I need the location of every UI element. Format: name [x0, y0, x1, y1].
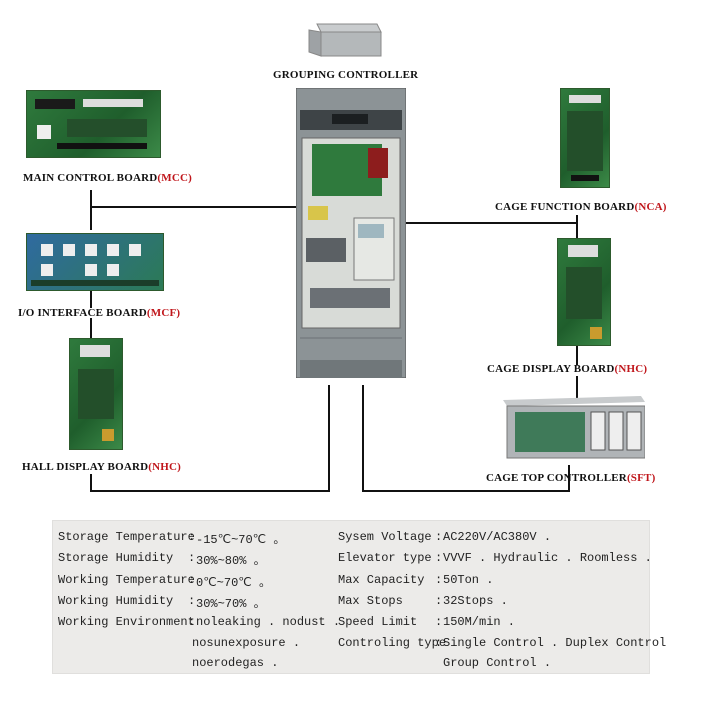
spec-left-key-0: Storage Temperature [58, 530, 195, 544]
cage-display-label: CAGE DISPLAY BOARD(NHC) [487, 363, 647, 375]
spec-right-value-0: AC220V/AC380V . [443, 530, 552, 544]
line-cabinet-right-down [362, 385, 364, 492]
mcc-label: MAIN CONTROL BOARD(MCC) [23, 172, 192, 184]
spec-left-key-1: Storage Humidity [58, 551, 174, 565]
spec-right-value-5: Single Control . Duplex Control [443, 636, 667, 650]
cage-display-label-code: (NHC) [614, 363, 648, 375]
cage-function-label-text: CAGE FUNCTION BOARD [495, 201, 635, 213]
line-left-vertical-top [90, 190, 92, 230]
line-cabinet-right-h [362, 490, 570, 492]
cage-function-label: CAGE FUNCTION BOARD(NCA) [495, 201, 667, 213]
line-right-vertical-low [576, 376, 578, 398]
spec-right-key-4: Speed Limit [338, 615, 418, 629]
spec-right-key-3: Max Stops [338, 594, 403, 608]
io-interface-board-image [26, 233, 164, 291]
spec-right-sep-4: : [435, 615, 443, 629]
spec-left-key-2: Working Temperature [58, 573, 195, 587]
spec-left-sep-0: : [188, 530, 196, 544]
spec-right-sep-5: : [435, 636, 443, 650]
spec-right-sep-2: : [435, 573, 443, 587]
grouping-controller-image [307, 22, 383, 60]
cage-display-board-image [557, 238, 611, 346]
cage-top-label-text: CAGE TOP CONTROLLER [486, 472, 627, 484]
spec-left-sep-1: : [188, 551, 196, 565]
spec-right-key-0: Sysem Voltage [338, 530, 432, 544]
line-hall-bottom-v [90, 474, 92, 492]
spec-right-value-4: 150M/min . [443, 615, 516, 629]
main-control-board-image [26, 90, 161, 158]
spec-right-key-2: Max Capacity [338, 573, 425, 587]
spec-right-sep-0: : [435, 530, 443, 544]
spec-right-sep-1: : [435, 551, 443, 565]
spec-left-extra-1: noerodegas . [192, 656, 279, 670]
hall-display-label: HALL DISPLAY BOARD(NHC) [22, 461, 181, 473]
mcc-label-text: MAIN CONTROL BOARD [23, 172, 158, 184]
spec-left-value-3: 30%~70% 。 [196, 597, 266, 611]
line-cabinet-nca [400, 222, 578, 224]
mcf-label: I/O INTERFACE BOARD(MCF) [18, 307, 180, 319]
cage-top-controller-image [503, 396, 646, 460]
grouping-controller-label: GROUPING CONTROLLER [273, 69, 419, 81]
mcf-label-text: I/O INTERFACE BOARD [18, 307, 147, 319]
cage-display-label-text: CAGE DISPLAY BOARD [487, 363, 615, 375]
cage-top-label: CAGE TOP CONTROLLER(SFT) [486, 472, 655, 484]
line-left-vertical-low [90, 318, 92, 338]
line-right-vertical-mid [576, 345, 578, 365]
spec-right-sep-3: : [435, 594, 443, 608]
spec-left-value-0: -15℃~70℃ 。 [196, 533, 286, 547]
spec-left-sep-4: : [188, 615, 196, 629]
line-cabinet-left-down [328, 385, 330, 492]
spec-right-extra-0: Group Control . [443, 656, 552, 670]
cage-function-board-image [560, 88, 610, 188]
line-mcc-cabinet [90, 206, 300, 208]
spec-right-value-2: 50Ton . [443, 573, 494, 587]
spec-right-key-5: Controling type [338, 636, 447, 650]
hall-display-label-code: (NHC) [148, 461, 182, 473]
spec-left-key-3: Working Humidity [58, 594, 174, 608]
hall-display-board-image [69, 338, 123, 450]
spec-right-key-1: Elevator type [338, 551, 432, 565]
specifications-panel [52, 520, 650, 674]
spec-left-sep-3: : [188, 594, 196, 608]
spec-left-extra-0: nosunexposure . [192, 636, 301, 650]
line-right-vertical-top [576, 215, 578, 239]
spec-right-value-3: 32Stops . [443, 594, 508, 608]
cage-function-label-code: (NCA) [634, 201, 667, 213]
spec-left-value-2: 0℃~70℃ 。 [196, 576, 271, 590]
spec-right-value-1: VVVF . Hydraulic . Roomless . [443, 551, 652, 565]
spec-left-value-1: 30%~80% 。 [196, 554, 266, 568]
cage-top-label-code: (SFT) [626, 472, 656, 484]
control-cabinet [295, 87, 407, 379]
line-sft-down [568, 465, 570, 492]
line-left-vertical-mid [90, 288, 92, 308]
spec-left-value-4: noleaking . nodust . [196, 615, 341, 629]
line-hall-bottom-h [90, 490, 330, 492]
spec-left-key-4: Working Environment [58, 615, 195, 629]
spec-left-sep-2: : [188, 573, 196, 587]
mcc-label-code: (MCC) [157, 172, 192, 184]
mcf-label-code: (MCF) [146, 307, 181, 319]
hall-display-label-text: HALL DISPLAY BOARD [22, 461, 149, 473]
